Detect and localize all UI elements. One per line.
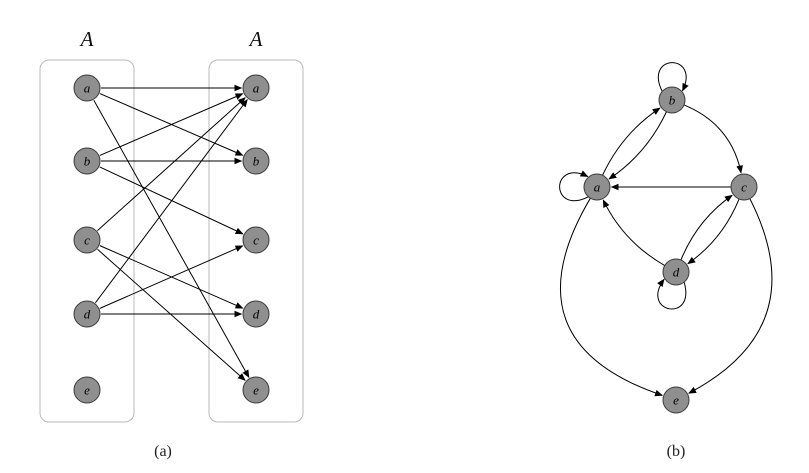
graph-node-c (730, 173, 758, 201)
relation-arrow-a-e (93, 99, 250, 379)
digraph-edge-d-c (680, 194, 733, 261)
digraph-edge-c-d (687, 198, 740, 265)
graph-node-a (583, 173, 611, 201)
digraph-edges (559, 62, 773, 397)
graph-node-c (242, 226, 270, 254)
graph-node-a (242, 74, 270, 102)
graph-node-b (242, 147, 270, 175)
digraph-edge-a-b (602, 107, 661, 176)
digraph-self-loop-d (657, 278, 687, 310)
digraph-edge-a-e (560, 197, 664, 397)
digraph-self-loop-a (559, 170, 589, 202)
digraph-edge-d-a (602, 199, 665, 266)
set-box-right (208, 59, 304, 423)
relation-arrow-c-e (97, 248, 246, 381)
relation-arrow-c-a (97, 97, 246, 232)
relation-arrow-d-a (94, 98, 248, 304)
digraph-edge-c-e (688, 198, 773, 394)
panel-b-caption: (b) (667, 443, 686, 460)
digraph-edge-b-c (683, 104, 743, 174)
digraph-self-loop-b (657, 62, 689, 92)
relation-arrow-d-c (99, 245, 244, 309)
graph-node-d (662, 258, 690, 286)
graph-node-e (73, 376, 101, 404)
graph-node-a (73, 74, 101, 102)
right-set-label: A (248, 27, 263, 51)
graph-node-d (242, 300, 270, 328)
left-set-label: A (79, 27, 94, 51)
graph-node-c (73, 226, 101, 254)
digraph-edge-b-a (608, 111, 667, 180)
relation-arrow-b-c (99, 166, 244, 235)
graph-node-d (73, 300, 101, 328)
set-box-left (39, 59, 135, 423)
panel-a-caption: (a) (154, 443, 172, 460)
set-boxes (39, 59, 304, 423)
graph-node-e (662, 386, 690, 414)
graph-node-e (242, 376, 270, 404)
relation-arrow-b-a (99, 93, 244, 156)
graph-node-b (658, 86, 686, 114)
graph-node-b (73, 147, 101, 175)
relation-arrows (93, 84, 250, 381)
